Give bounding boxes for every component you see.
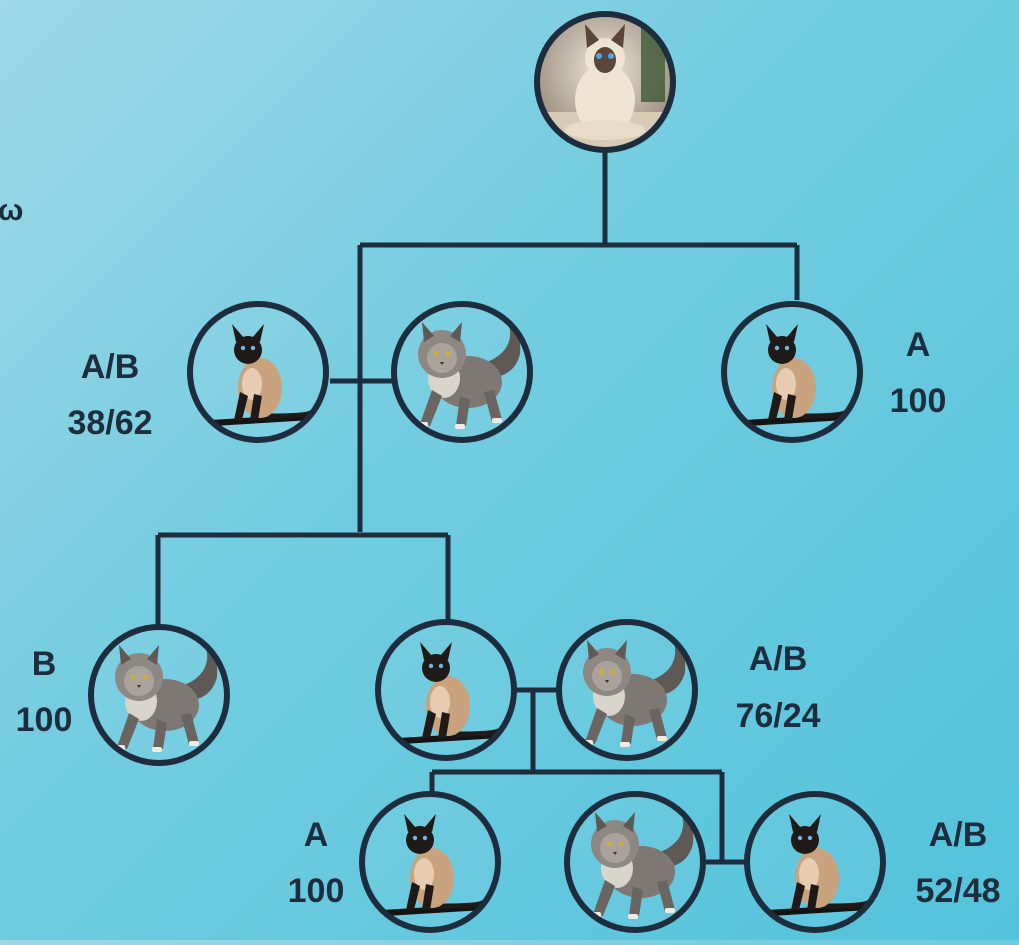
node-ring: [391, 301, 533, 443]
node-ring: [187, 301, 329, 443]
maine-coon-cat-icon: [92, 628, 226, 762]
cat-nodes: [88, 11, 886, 933]
g1-right-ratio: 100: [889, 382, 947, 420]
maine-coon-cat-icon: [560, 623, 694, 757]
node-ring: [564, 791, 706, 933]
node-g2-mate: [556, 619, 698, 761]
maine-coon-cat-icon: [395, 305, 529, 439]
stray-glyph: ω: [0, 194, 24, 227]
g2-left-ratio: 100: [15, 701, 73, 739]
siamese-cat-icon: [191, 305, 325, 439]
g3-right-genotype: A/B: [928, 816, 988, 854]
ragdoll-cat-photo-icon: [539, 16, 671, 149]
node-g3-left: [359, 791, 501, 933]
siamese-cat-icon: [748, 795, 882, 929]
g3-left-genotype: A: [303, 816, 329, 854]
node-ring: [744, 791, 886, 933]
g1-left-ratio: 38/62: [67, 404, 153, 442]
node-ring: [88, 624, 230, 766]
node-root: [534, 11, 676, 153]
node-g3-right: [744, 791, 886, 933]
siamese-cat-icon: [379, 623, 513, 757]
node-g1-left: [187, 301, 329, 443]
node-g2-left: [88, 624, 230, 766]
node-g2-mid: [375, 619, 517, 761]
node-g1-mate: [391, 301, 533, 443]
g1-left-genotype: A/B: [80, 348, 140, 386]
g1-right-genotype: A: [905, 326, 931, 364]
node-ring: [375, 619, 517, 761]
node-ring: [556, 619, 698, 761]
node-g3-mid: [564, 791, 706, 933]
g2-mate-ratio: 76/24: [735, 697, 821, 735]
node-ring: [534, 11, 676, 153]
siamese-cat-icon: [363, 795, 497, 929]
maine-coon-cat-icon: [568, 795, 702, 929]
node-g1-right: [721, 301, 863, 443]
node-ring: [721, 301, 863, 443]
node-ring: [359, 791, 501, 933]
g2-mate-genotype: A/B: [748, 640, 808, 678]
g2-left-genotype: B: [31, 645, 57, 683]
connector-lines: [155, 150, 800, 865]
g3-left-ratio: 100: [287, 872, 345, 910]
g3-right-ratio: 52/48: [915, 872, 1001, 910]
